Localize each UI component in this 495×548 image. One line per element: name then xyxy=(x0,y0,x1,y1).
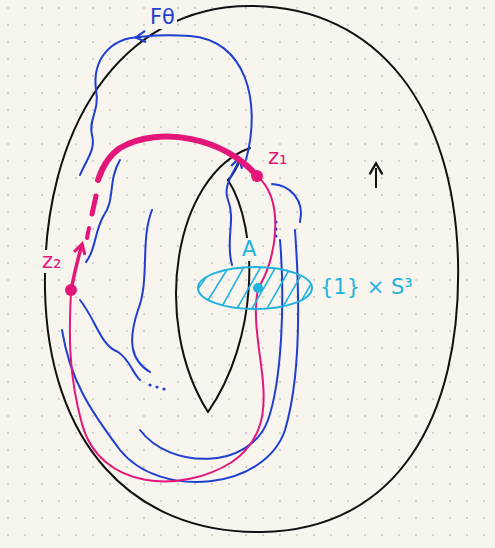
continuation-dots xyxy=(148,220,277,390)
pink-dash xyxy=(92,196,96,214)
point-a xyxy=(253,283,263,293)
dot xyxy=(155,385,158,388)
flow-right-top xyxy=(272,184,301,222)
torus-outline xyxy=(45,6,458,532)
pink-thick-arc xyxy=(98,137,257,180)
pink-loop xyxy=(70,176,275,481)
section-label: {1} × S³ xyxy=(318,276,415,299)
flow-inner-left xyxy=(132,210,152,372)
flow-label: Fθ xyxy=(148,6,177,29)
flow-arrow-up xyxy=(227,162,238,265)
flow-left-mid xyxy=(86,160,120,262)
torus-outer xyxy=(45,6,458,532)
flow-inner-loop xyxy=(140,240,282,459)
dot xyxy=(148,383,151,386)
dot xyxy=(162,387,165,390)
point-z1 xyxy=(251,170,263,182)
direction-arrow xyxy=(375,168,377,188)
flow-left-low xyxy=(80,300,140,380)
flow-curves xyxy=(62,35,301,482)
pink-dash xyxy=(87,228,89,238)
point-label: z₂ xyxy=(40,250,63,273)
pink-arrow xyxy=(71,248,81,290)
set-label: A xyxy=(240,238,258,261)
disk-hatch xyxy=(190,265,322,312)
section-disk xyxy=(190,265,322,312)
torus-hole-left xyxy=(176,148,250,412)
hatch-lines xyxy=(190,265,322,312)
point-z2 xyxy=(65,284,77,296)
point-label: z₁ xyxy=(266,146,289,169)
